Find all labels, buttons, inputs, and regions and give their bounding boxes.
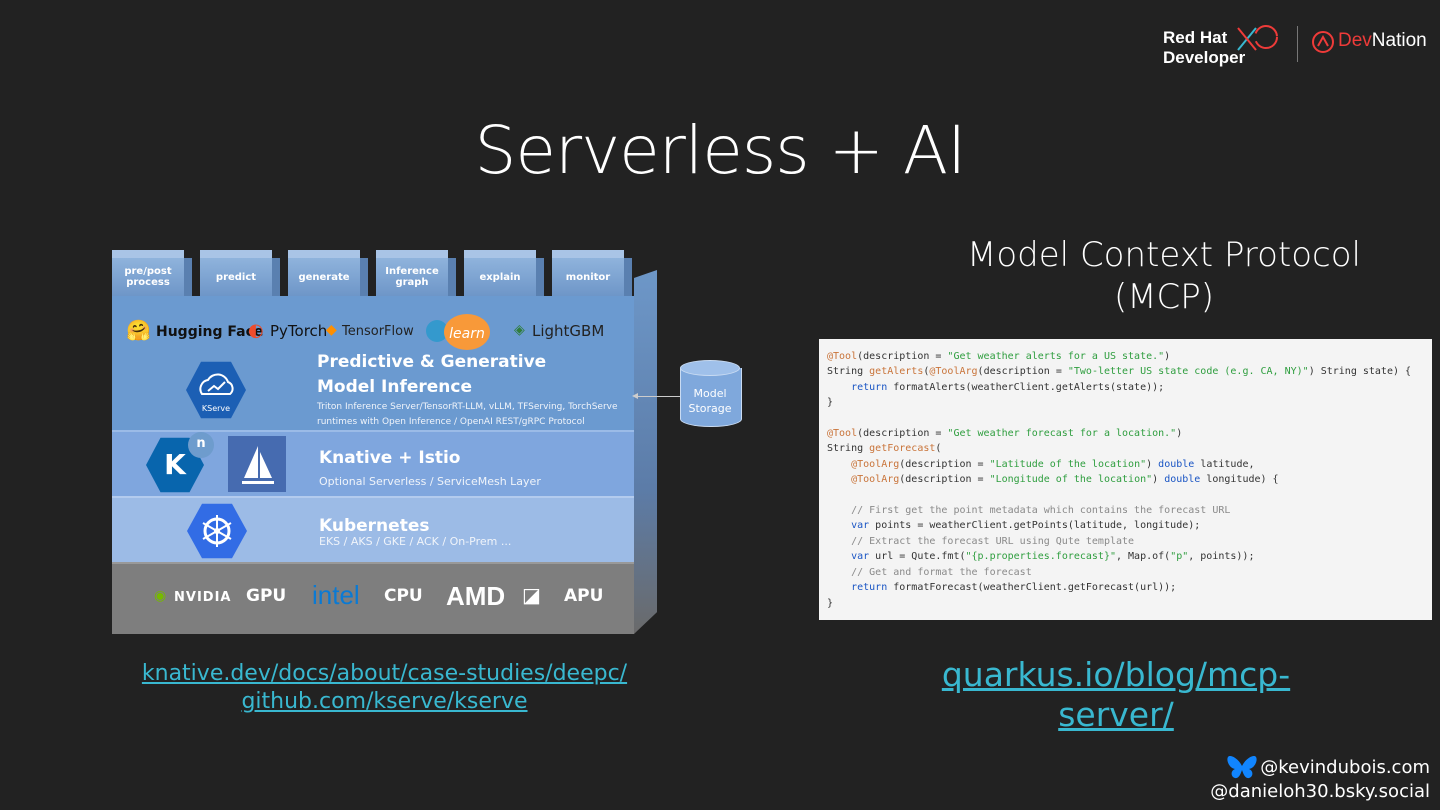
logo-divider bbox=[1297, 26, 1298, 62]
framework-pytorch: PyTorch bbox=[270, 322, 328, 340]
devnation-suffix: Nation bbox=[1371, 30, 1427, 51]
pytorch-icon: ◐ bbox=[248, 320, 264, 341]
hugging-face-icon: 🤗 bbox=[126, 318, 151, 342]
storage-arrow bbox=[632, 393, 680, 399]
hw-label-apu: APU bbox=[564, 586, 604, 606]
red-hat-swirl-icon bbox=[1237, 25, 1278, 51]
social-handles: @kevindubois.com @danieloh30.bsky.social bbox=[1210, 756, 1430, 804]
kubernetes-title: Kubernetes bbox=[319, 516, 430, 536]
model-storage-cylinder: Model Storage bbox=[680, 360, 742, 432]
devnation-prefix: Dev bbox=[1338, 30, 1372, 51]
tab-explain: explain bbox=[464, 250, 544, 296]
logo-line1: Red Hat bbox=[1163, 28, 1228, 47]
bluesky-butterfly-icon bbox=[1227, 756, 1257, 779]
hw-brand-amd: AMD bbox=[446, 581, 506, 611]
kubernetes-sub: EKS / AKS / GKE / ACK / On-Prem ... bbox=[319, 535, 512, 548]
logo-line2: Developer bbox=[1163, 48, 1246, 67]
sklearn-blue-icon bbox=[426, 320, 448, 342]
storage-line2: Storage bbox=[688, 402, 732, 415]
kserve-title-line2: Model Inference bbox=[317, 377, 473, 397]
istio-icon bbox=[228, 436, 286, 492]
nvidia-eye-icon: ◉ bbox=[154, 588, 167, 604]
model-storage-label: Model Storage bbox=[680, 386, 740, 416]
devnation-icon bbox=[1312, 31, 1334, 53]
kserve-layer: 🤗 Hugging Face ◐ PyTorch ◆ TensorFlow le… bbox=[112, 296, 634, 430]
kserve-icon: KServe bbox=[186, 361, 246, 419]
framework-hugging-face: Hugging Face bbox=[156, 324, 264, 340]
mcp-code-sample: @Tool(description = "Get weather alerts … bbox=[819, 339, 1432, 620]
kubernetes-layer: Kubernetes EKS / AKS / GKE / ACK / On-Pr… bbox=[112, 496, 634, 562]
hardware-layer bbox=[112, 562, 634, 634]
framework-tensorflow: TensorFlow bbox=[342, 324, 414, 339]
lightgbm-icon: ◈ bbox=[514, 322, 525, 338]
slide-title: Serverless + AI bbox=[474, 112, 966, 189]
hw-label-cpu: CPU bbox=[384, 586, 423, 606]
mcp-title-line2: (MCP) bbox=[1113, 277, 1215, 317]
tab-predict: predict bbox=[200, 250, 280, 296]
framework-lightgbm: LightGBM bbox=[532, 322, 605, 340]
kserve-stack-diagram: pre/post process predict generate Infere… bbox=[112, 250, 657, 636]
devnation-logo: DevNation bbox=[1338, 30, 1427, 52]
link-knative-case-study[interactable]: knative.dev/docs/about/case-studies/deep… bbox=[141, 661, 628, 686]
hw-label-gpu: GPU bbox=[246, 586, 287, 606]
knative-sub: Optional Serverless / ServiceMesh Layer bbox=[319, 475, 541, 488]
tab-inference-graph: Inference graph bbox=[376, 250, 456, 296]
tensorflow-icon: ◆ bbox=[326, 322, 337, 338]
amd-arrow-icon: ◪ bbox=[522, 583, 541, 607]
stack-side-face bbox=[634, 270, 657, 634]
hw-brand-nvidia: NVIDIA bbox=[174, 590, 232, 605]
link-quarkus-mcp-blog[interactable]: quarkus.io/blog/mcp-server/ bbox=[941, 655, 1291, 734]
kserve-icon-label: KServe bbox=[201, 404, 231, 413]
social-handle-daniel: @danieloh30.bsky.social bbox=[1210, 781, 1430, 802]
knative-istio-layer: K n Knative + Istio Optional Serverless … bbox=[112, 430, 634, 496]
storage-line1: Model bbox=[693, 387, 727, 400]
kserve-sub-line2: runtimes with Open Inference / OpenAI RE… bbox=[317, 417, 585, 427]
hw-brand-intel: intel bbox=[312, 580, 360, 610]
knative-n-badge-icon: n bbox=[188, 432, 214, 458]
link-kserve-github[interactable]: github.com/kserve/kserve bbox=[241, 689, 528, 714]
diagram-links: knative.dev/docs/about/case-studies/deep… bbox=[112, 660, 657, 716]
kserve-title-line1: Predictive & Generative bbox=[317, 352, 547, 372]
mcp-title: Model Context Protocol (MCP) bbox=[940, 234, 1388, 318]
tab-pre-post-process: pre/post process bbox=[112, 250, 192, 296]
knative-title: Knative + Istio bbox=[319, 448, 461, 468]
tab-monitor: monitor bbox=[552, 250, 632, 296]
tab-generate: generate bbox=[288, 250, 368, 296]
mcp-title-line1: Model Context Protocol bbox=[967, 235, 1361, 275]
framework-sklearn: learn bbox=[444, 314, 490, 350]
red-hat-developer-logo: Red Hat Developer bbox=[1163, 28, 1245, 68]
kubernetes-icon bbox=[187, 503, 247, 559]
social-handle-kevin: @kevindubois.com bbox=[1260, 757, 1430, 778]
kserve-sub-line1: Triton Inference Server/TensorRT-LLM, vL… bbox=[317, 402, 618, 412]
